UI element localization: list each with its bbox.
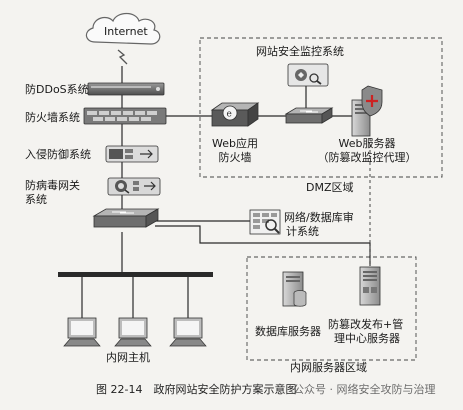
dmz-switch-icon <box>284 107 334 124</box>
db-server-label: 数据库服务器 <box>255 325 321 338</box>
antivirus-device-icon <box>107 177 161 196</box>
link-switch-intranet <box>155 225 371 266</box>
internet-cloud-icon <box>85 12 161 65</box>
core-switch-icon <box>92 208 160 228</box>
ips-label: 入侵防御系统 <box>25 148 91 161</box>
ddos-device-icon <box>87 82 165 96</box>
intranet-zone-label: 内网服务器区域 <box>290 361 367 374</box>
lan-bus <box>58 272 213 277</box>
waf-device-icon: e <box>210 102 260 127</box>
monitor-system-label: 网站安全监控系统 <box>256 45 344 58</box>
host-pc-icon-3 <box>169 317 207 347</box>
internet-label: Internet <box>104 25 148 38</box>
watermark: 公众号 · 网络安全攻防与治理 <box>293 383 436 396</box>
waf-label-line2: 防火墙 <box>218 151 252 164</box>
ips-device-icon <box>105 145 159 163</box>
ddos-label: 防DDoS系统 <box>25 83 89 96</box>
tamper-server-label-line2: 理中心服务器 <box>334 332 400 345</box>
web-server-label-line1: Web服务器 <box>338 137 396 150</box>
host-pc-icon-1 <box>63 317 101 347</box>
web-server-label-line2: （防篡改监控代理） <box>317 151 417 164</box>
firewall-device-icon <box>83 107 167 125</box>
hosts-label: 内网主机 <box>106 351 150 364</box>
svg-text:e: e <box>227 110 232 120</box>
intranet-zone-border <box>246 256 417 361</box>
tamper-server-icon <box>359 266 381 306</box>
audit-label-line1: 网络/数据库审 <box>284 211 354 224</box>
audit-label-line2: 计系统 <box>286 225 319 238</box>
dmz-label: DMZ区域 <box>306 181 354 194</box>
database-server-icon <box>282 271 307 307</box>
monitor-system-icon <box>287 63 329 87</box>
web-server-icon <box>351 85 383 137</box>
dmz-zone-border <box>199 37 443 178</box>
antivirus-label-line1: 防病毒网关 <box>25 179 80 192</box>
firewall-label: 防火墙系统 <box>25 111 80 124</box>
host-pc-icon-2 <box>114 317 152 347</box>
waf-label-line1: Web应用 <box>212 137 258 150</box>
audit-device-icon <box>249 209 281 235</box>
antivirus-label-line2: 系统 <box>25 193 47 206</box>
tamper-server-label-line1: 防篡改发布+管 <box>328 318 404 331</box>
figure-caption: 图 22-14 政府网站安全防护方案示意图 <box>96 383 297 396</box>
